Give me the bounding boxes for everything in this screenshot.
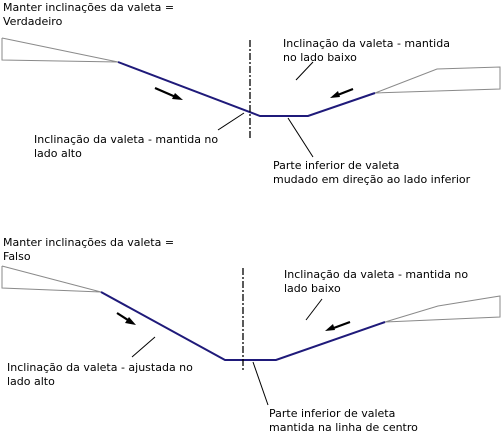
leader-low-side — [295, 61, 314, 81]
arrow-high-side — [116, 312, 136, 325]
label-bottom: Parte inferior de valeta mantida na linh… — [269, 407, 418, 434]
leader-high-side — [217, 112, 245, 131]
label-high-side: Inclinação da valeta - mantida no lado a… — [34, 133, 219, 160]
ditch-profile — [117, 61, 376, 117]
label-low-side: Inclinação da valeta - mantida no lado b… — [284, 268, 469, 295]
leader-high-side — [131, 336, 156, 358]
ground-surface-right — [374, 66, 501, 94]
leader-bottom — [252, 361, 269, 406]
ground-surface-left — [1, 265, 102, 293]
panel-heading: Manter inclinações da valeta = Verdadeir… — [3, 1, 175, 28]
leader-low-side — [305, 298, 323, 321]
arrow-low-side — [330, 87, 354, 98]
arrow-high-side — [154, 86, 183, 100]
ground-surface-right — [384, 295, 501, 323]
leader-bottom — [287, 117, 314, 158]
label-low-side: Inclinação da valeta - mantida no lado b… — [283, 37, 450, 64]
label-high-side: Inclinação da valeta - ajustada no lado … — [7, 361, 193, 388]
ditch-profile — [100, 291, 386, 361]
panel-heading: Manter inclinações da valeta = Falso — [3, 236, 175, 263]
panel-false — [1, 265, 501, 406]
label-bottom: Parte inferior de valeta mudado em direç… — [273, 159, 471, 186]
arrow-low-side — [325, 320, 351, 331]
panel-true — [1, 37, 501, 158]
ground-surface-left — [1, 37, 119, 63]
